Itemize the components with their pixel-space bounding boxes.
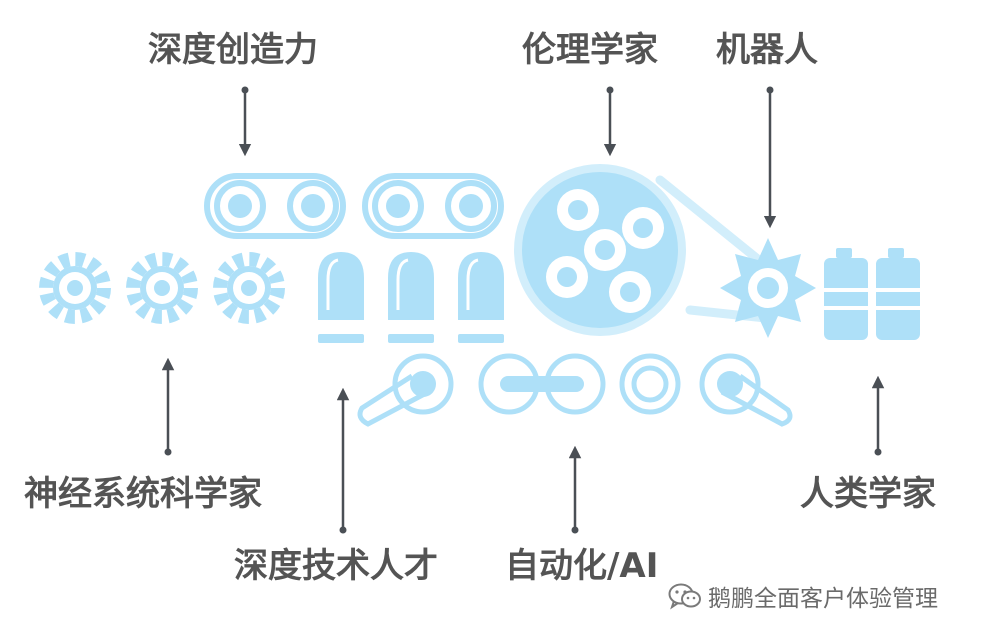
label-robot: 机器人 [716, 30, 818, 70]
label-deep-tech-talent: 深度技术人才 [234, 546, 438, 586]
capsule-icon [318, 252, 364, 343]
arrow-robot [763, 86, 777, 229]
watermark: 鹅鹏全面客户体验管理 [668, 578, 938, 614]
roller-chain-icon [362, 173, 504, 239]
gear-icon [126, 252, 198, 324]
lever-roller-icon [699, 353, 793, 427]
watermark-text: 鹅鹏全面客户体验管理 [708, 586, 938, 612]
star-gear-icon [720, 238, 816, 338]
arrow-anthropologist [871, 375, 885, 456]
roller-chain-icon [204, 173, 346, 239]
arrow-neuroscientist [161, 357, 175, 456]
label-automation-ai: 自动化/AI [505, 546, 659, 586]
gear-icon [213, 252, 285, 324]
label-neuroscientist: 神经系统科学家 [24, 474, 262, 514]
gear-icon [39, 252, 111, 324]
wechat-icon [668, 583, 701, 610]
ring-roller-icon [619, 353, 681, 415]
large-wheel-icon [514, 164, 686, 336]
capsule-icon [458, 252, 504, 343]
label-anthropologist: 人类学家 [800, 474, 936, 514]
battery-icon [824, 248, 868, 340]
label-deep-creativity: 深度创造力 [148, 30, 318, 70]
arrow-automation-ai [568, 445, 582, 534]
connected-rollers-icon [478, 353, 606, 415]
capsule-icon [388, 252, 434, 343]
arrow-ethicist [603, 86, 617, 157]
label-ethicist: 伦理学家 [522, 30, 658, 70]
battery-icon [876, 248, 920, 340]
arrow-deep-creativity [238, 86, 252, 157]
arrow-deep-tech-talent [336, 387, 350, 534]
lever-roller-icon [357, 353, 454, 427]
